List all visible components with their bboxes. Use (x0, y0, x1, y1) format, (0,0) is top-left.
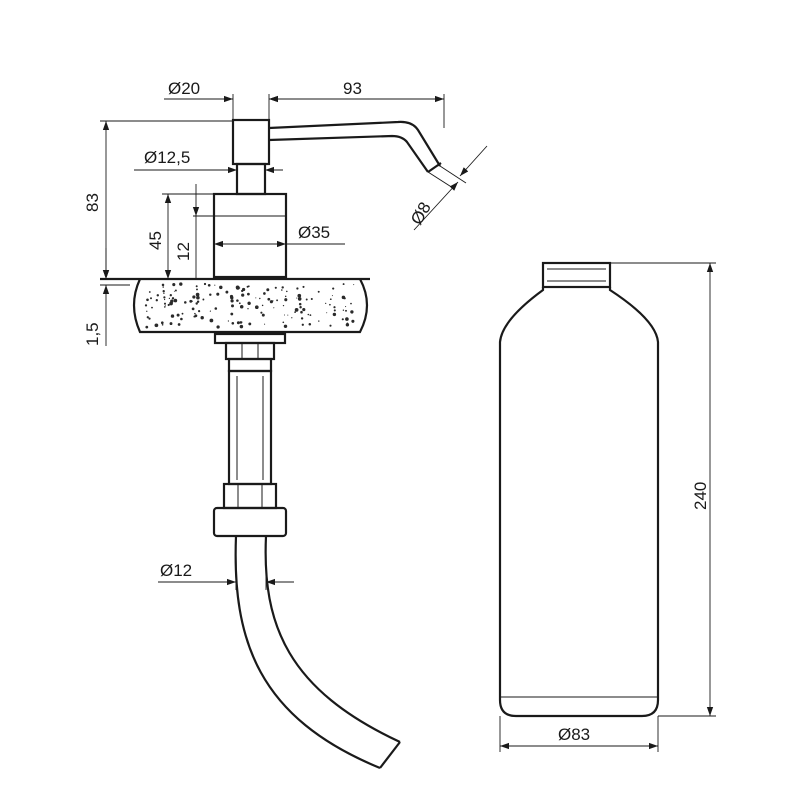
dim-neck-diameter: Ø12,5 (144, 148, 190, 167)
hex-nut (222, 482, 278, 510)
dim-head-diameter: Ø20 (168, 79, 200, 98)
flexible-tube (234, 535, 401, 770)
bottle-dimensions: 240 Ø83 (499, 262, 716, 752)
dispenser-base (212, 192, 288, 279)
dim-body-height: 45 (146, 231, 165, 250)
dispenser-neck (235, 162, 267, 196)
soap-bottle (498, 261, 660, 718)
dim-spout-length: 93 (343, 79, 362, 98)
tube-coupling (212, 506, 288, 538)
dim-base-diameter: Ø35 (298, 223, 330, 242)
countertop (100, 277, 370, 334)
soap-dispenser (100, 118, 442, 770)
dispenser-dimensions: Ø20 93 Ø12,5 83 45 12 Ø35 Ø8 (83, 79, 488, 590)
dim-spout-diameter: Ø8 (407, 199, 435, 228)
dim-total-height: 83 (83, 193, 102, 212)
dispenser-spout (268, 120, 441, 173)
mounting-nut (213, 332, 287, 345)
dispenser-head (231, 118, 271, 166)
spout-tip (427, 162, 442, 173)
dim-bottle-height: 240 (691, 482, 710, 510)
dim-bottle-diameter: Ø83 (558, 725, 590, 744)
threaded-shank (227, 369, 273, 486)
granite-speckles (144, 282, 355, 329)
dim-collar-height: 12 (174, 242, 193, 261)
dim-counter-thickness: 1,5 (83, 322, 102, 346)
bottle-cap (541, 261, 612, 289)
bottle-body (498, 287, 660, 718)
dim-tube-diameter: Ø12 (160, 561, 192, 580)
